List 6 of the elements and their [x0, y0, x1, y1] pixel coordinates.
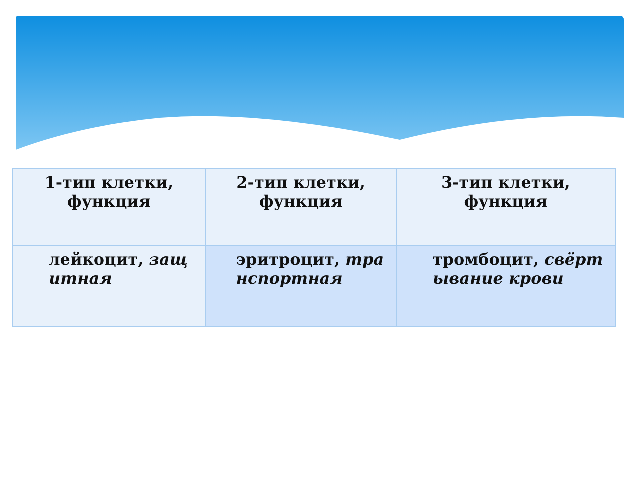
column-header: 2-тип клетки, функция — [236, 173, 366, 211]
column-header: 3-тип клетки, функция — [442, 173, 570, 211]
table-cell-text: эритроцит, транспортная — [236, 250, 384, 288]
table-cell-text: лейкоцит, защитная — [49, 250, 188, 288]
table-cell-text: тромбоцит, свёртывание крови — [432, 250, 604, 288]
column-header: 1-тип клетки, функция — [44, 173, 174, 211]
